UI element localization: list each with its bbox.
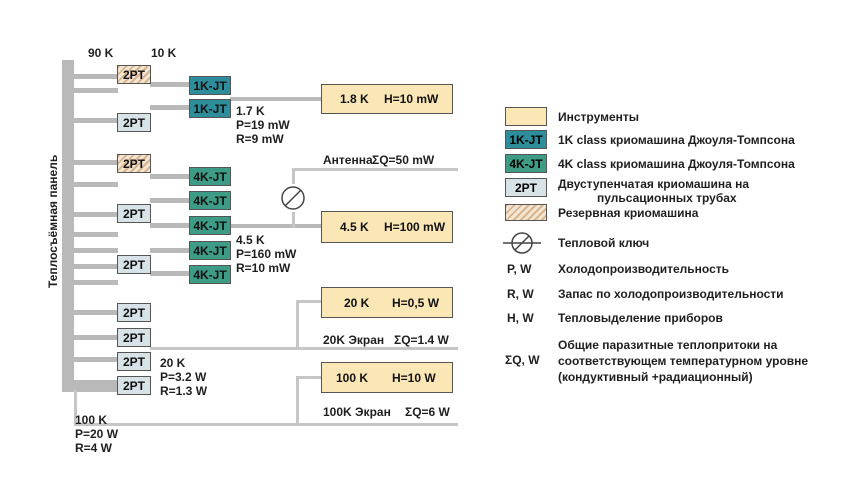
stage-1-7k-temp: 1.7 K xyxy=(236,104,265,118)
stage-20k-reserve: R=1.3 W xyxy=(160,384,208,398)
load-100k-temp: 100 K xyxy=(336,370,369,385)
two-stage-cooler-6: 2PT xyxy=(117,352,151,371)
load-4-5k-heat: H=100 mW xyxy=(384,220,446,234)
top-label-90k: 90 K xyxy=(88,46,114,60)
panel-bottom-arm xyxy=(62,380,120,392)
top-label-10k: 10 K xyxy=(151,46,177,60)
jt-1k-cooler-1: 1K-JT xyxy=(189,76,231,95)
stage-1-7k-reserve: R=9 mW xyxy=(236,132,284,146)
antenna-flux: ΣQ=50 mW xyxy=(372,153,435,167)
legend-instruments: Инструменты xyxy=(558,110,640,124)
legend-r-symbol: R, W xyxy=(507,287,534,301)
stage-100k-temp: 100 K xyxy=(75,413,108,427)
legend-1k-desc: 1K class криомашина Джоуля-Томпсона xyxy=(558,133,795,147)
two-stage-cooler-1: 2PT xyxy=(117,113,151,132)
screen-100k-label: 100K Экран xyxy=(323,405,391,419)
two-stage-cooler-5: 2PT xyxy=(117,328,151,347)
legend-swatch-1k: 1K-JT xyxy=(505,130,547,149)
legend-swatch-reserve xyxy=(505,204,547,221)
panel-label: Теплосъёмная панель xyxy=(46,154,60,288)
stage-100k-power: P=20 W xyxy=(75,427,119,441)
jt-4k-cooler-1: 4K-JT xyxy=(189,167,231,186)
legend-swatch-2pt: 2PT xyxy=(505,178,547,197)
load-20k-temp: 20 K xyxy=(344,295,370,310)
legend-2pt-desc-2: пульсационных трубах xyxy=(597,191,737,205)
screen-100k-flux: ΣQ=6 W xyxy=(405,405,450,419)
reserve-cooler-2: 2PT xyxy=(117,154,151,173)
stage-4-5k-power: P=160 mW xyxy=(236,247,297,261)
legend-q-symbol: ΣQ, W xyxy=(505,353,540,367)
load-20k-heat: H=0,5 W xyxy=(392,295,440,310)
stage-4-5k-reserve: R=10 mW xyxy=(236,261,291,275)
legend-h-symbol: H, W xyxy=(507,311,534,325)
legend-swatch-instruments xyxy=(505,107,547,126)
two-stage-cooler-2: 2PT xyxy=(117,204,151,223)
jt-4k-cooler-5: 4K-JT xyxy=(189,265,231,284)
two-stage-cooler-3: 2PT xyxy=(117,255,151,274)
load-1-8k-temp: 1.8 K xyxy=(340,92,369,106)
legend-swatch-4k: 4K-JT xyxy=(505,154,547,173)
legend-q-desc-1: Общие паразитные теплопритоки на xyxy=(558,338,778,352)
panel-bar xyxy=(62,60,74,392)
two-stage-cooler-4: 2PT xyxy=(117,303,151,322)
reserve-cooler-1: 2PT xyxy=(117,65,151,84)
legend-thermal-key: Тепловой ключ xyxy=(558,236,650,250)
load-100k-heat: H=10 W xyxy=(392,370,436,385)
load-20k: 20 K H=0,5 W xyxy=(321,287,453,318)
stage-1-7k-power: P=19 mW xyxy=(236,118,290,132)
two-stage-cooler-7: 2PT xyxy=(117,376,151,395)
legend-p-desc: Холодопроизводительность xyxy=(558,262,729,276)
stage-100k-reserve: R=4 W xyxy=(75,441,113,455)
legend-q-desc-2: соответствующем температурном уровне xyxy=(558,354,809,368)
jt-4k-cooler-2: 4K-JT xyxy=(189,191,231,210)
legend-2pt-desc-1: Двуступенчатая криомашина на xyxy=(558,177,750,191)
load-4-5k-temp: 4.5 K xyxy=(340,220,369,234)
load-4-5k: 4.5 K H=100 mW xyxy=(321,211,453,243)
legend-q-desc-3: (кондуктивный +радиационный) xyxy=(558,370,753,384)
screen-20k-label: 20K Экран xyxy=(323,333,385,347)
jt-4k-cooler-4: 4K-JT xyxy=(189,241,231,260)
legend-reserve: Резервная криомашина xyxy=(558,206,699,220)
stage-20k-temp: 20 K xyxy=(160,356,186,370)
stage-4-5k-temp: 4.5 K xyxy=(236,233,265,247)
legend-p-symbol: P, W xyxy=(507,262,532,276)
load-1-8k: 1.8 K H=10 mW xyxy=(321,84,453,114)
stage-20k-power: P=3.2 W xyxy=(160,370,207,384)
jt-1k-cooler-2: 1K-JT xyxy=(189,99,231,118)
legend-r-desc: Запас по холодопроизводительности xyxy=(558,287,784,301)
antenna-label: Антенна xyxy=(323,153,373,167)
load-100k: 100 K H=10 W xyxy=(321,362,453,393)
load-1-8k-heat: H=10 mW xyxy=(384,92,439,106)
screen-20k-flux: ΣQ=1.4 W xyxy=(394,333,449,347)
legend-4k-desc: 4K class криомашина Джоуля-Томпсона xyxy=(558,157,795,171)
jt-4k-cooler-3: 4K-JT xyxy=(189,216,231,235)
legend-h-desc: Тепловыделение приборов xyxy=(558,311,723,325)
